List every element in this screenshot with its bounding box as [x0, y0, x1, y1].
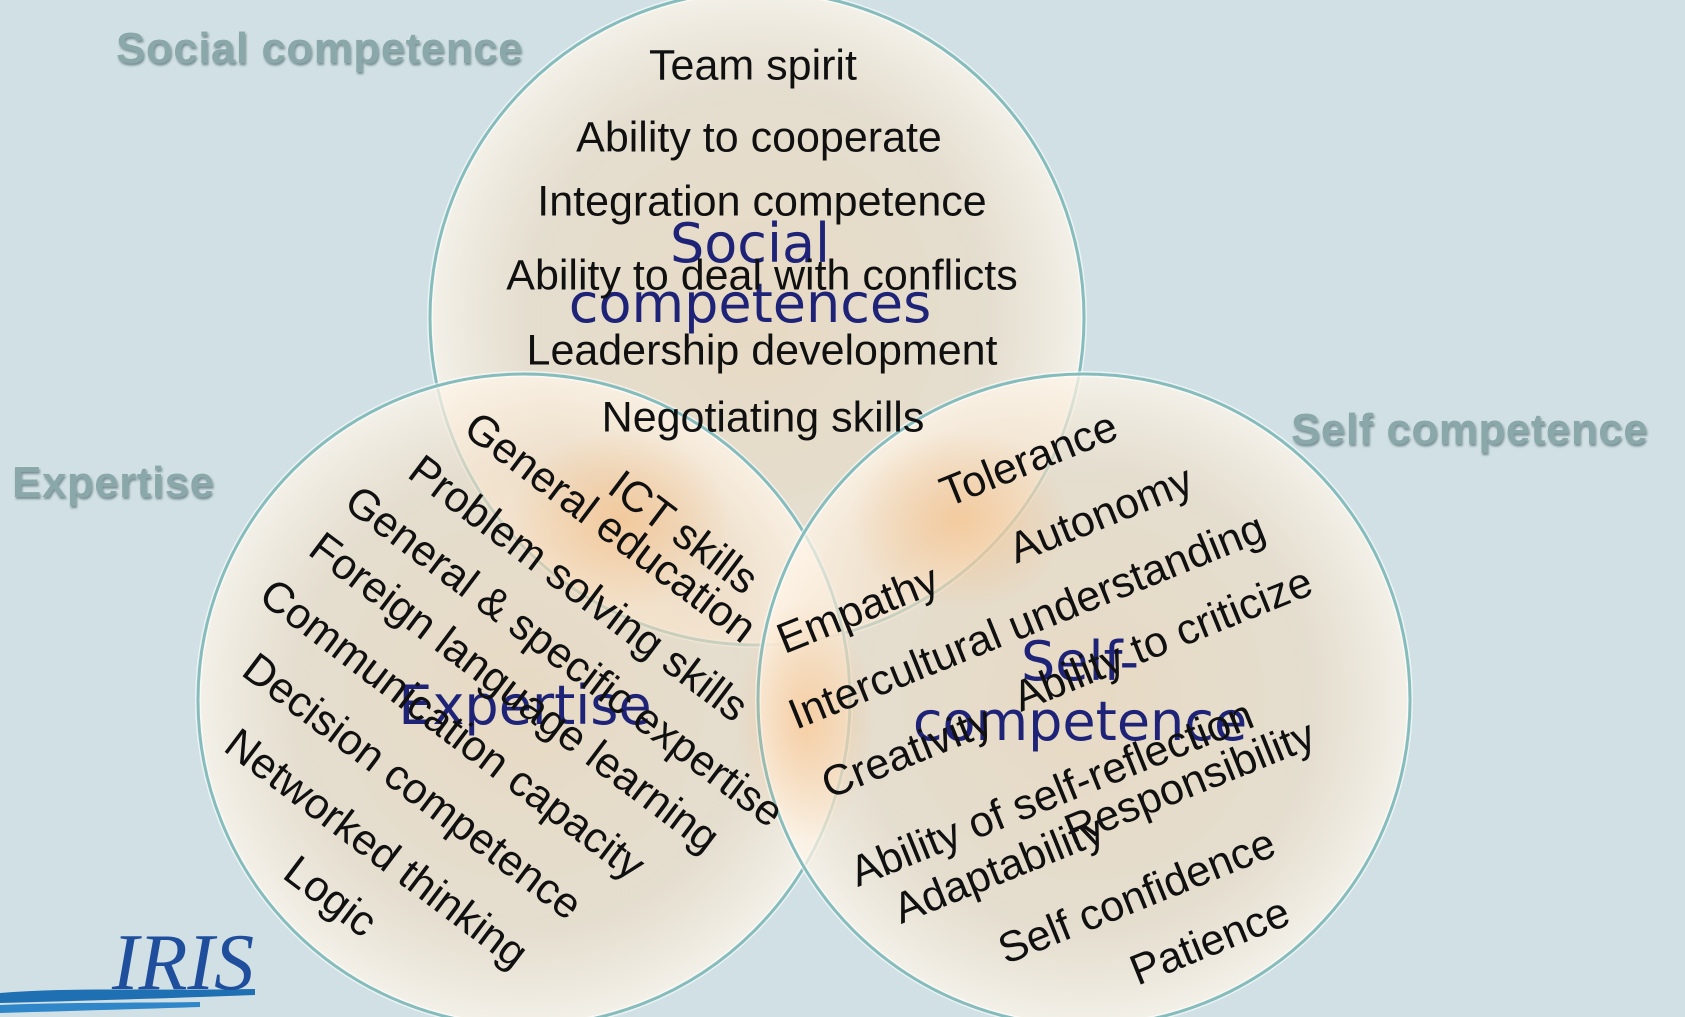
social-center-title-line1: Social: [669, 212, 831, 275]
social-item: Negotiating skills: [601, 393, 925, 442]
social-item: Integration competence: [537, 177, 987, 226]
social-item: Team spirit: [649, 41, 857, 90]
self-center-title-line1: Self-: [1020, 630, 1140, 693]
social-center-title-line2: competences: [568, 272, 932, 336]
overlap-glow-expertise-self: [735, 600, 875, 840]
social-competence-label: Social competence: [116, 24, 524, 73]
self-center-title: Self- competence: [910, 630, 1250, 754]
self-center-title-line2: competence: [912, 690, 1248, 754]
expertise-center-title: Expertise: [398, 674, 652, 737]
social-item: Ability to deal with conflicts: [506, 251, 1018, 300]
self-competence-label: Self competence: [1291, 405, 1649, 454]
logo-text: IRIS: [111, 919, 254, 1007]
overlap-glow-social-self: [850, 430, 1070, 610]
social-item: Ability to cooperate: [576, 113, 942, 162]
social-center-title: Social competences: [560, 212, 940, 336]
social-item: Leadership development: [526, 326, 998, 375]
overlap-glow-social-expertise: [510, 430, 730, 610]
expertise-label: Expertise: [12, 458, 215, 507]
iris-logo: IRIS: [0, 919, 255, 1013]
